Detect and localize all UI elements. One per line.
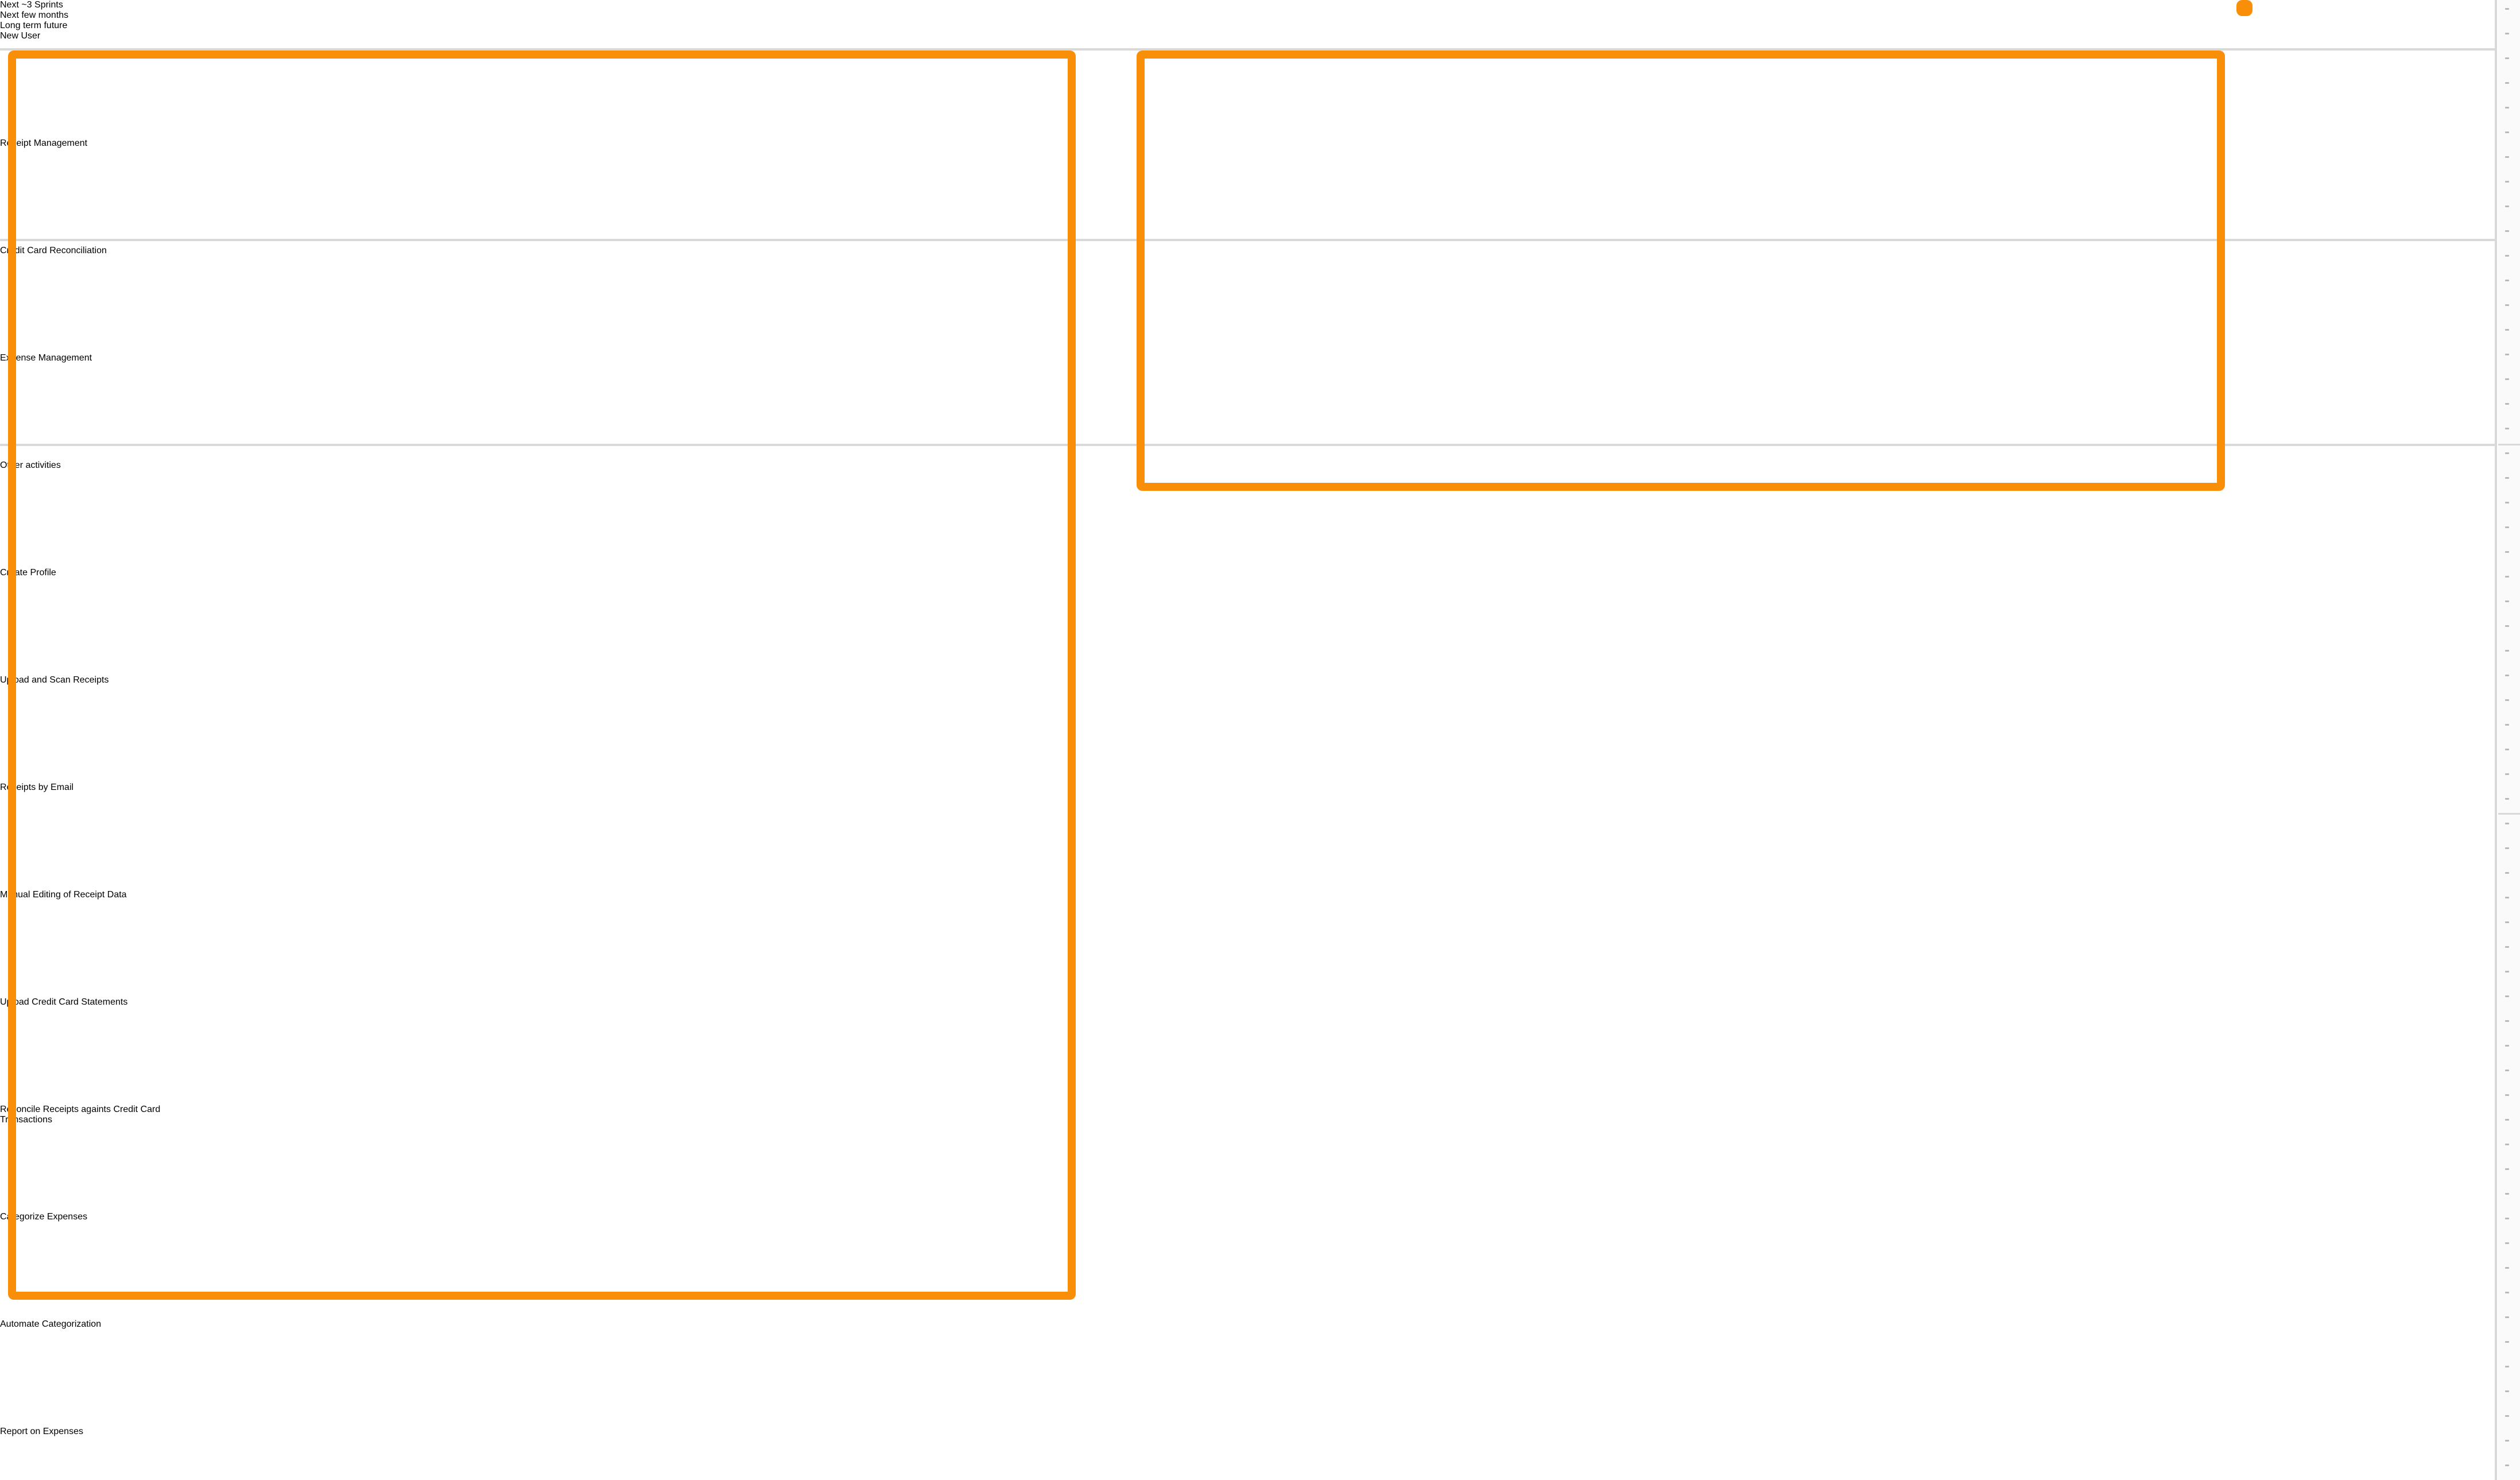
gutter-tick-marks (2505, 0, 2512, 1480)
activity-card-label: Report on Expenses (0, 1427, 83, 1436)
activity-card[interactable]: Upload Credit Card Statements (0, 997, 187, 1105)
activity-card-label: Upload Credit Card Statements (0, 997, 128, 1007)
swimlane-divider-epics (0, 239, 2497, 241)
activity-card[interactable]: Receipts by Email (0, 782, 187, 890)
epic-card[interactable]: Expense Management (0, 353, 187, 460)
epic-card-label: Credit Card Reconciliation (0, 246, 107, 255)
release-title-long-term-future: Long term future (0, 21, 68, 30)
activity-card[interactable]: Create Profile (0, 568, 92, 675)
swimlane-divider-top (0, 48, 2497, 51)
activity-card-label: Create Profile (0, 568, 56, 578)
activity-card-label: Categorize Expenses (0, 1212, 88, 1222)
epic-card[interactable]: Receipt Management (0, 138, 187, 246)
activity-card[interactable]: Reconcile Receipts againts Credit Card T… (0, 1105, 187, 1212)
activity-card-label: Upload and Scan Receipts (0, 675, 109, 685)
activity-card[interactable]: Automate Categorization (0, 1319, 187, 1427)
epic-card[interactable]: New User (0, 31, 92, 138)
release-title-next-few-months: Next few months (0, 10, 69, 20)
epic-card-label: Expense Management (0, 353, 92, 363)
activity-card-label: Reconcile Receipts againts Credit Card T… (0, 1105, 161, 1125)
activity-card-label: Automate Categorization (0, 1319, 102, 1329)
epic-card-label: Receipt Management (0, 138, 88, 148)
gutter-segment-divider-1 (2498, 444, 2520, 445)
canvas-right-edge (2495, 0, 2497, 1480)
gutter-segment-divider-2 (2498, 813, 2520, 815)
activity-card[interactable]: Report on Expenses (0, 1427, 187, 1480)
activity-card[interactable]: Upload and Scan Receipts (0, 675, 187, 782)
activity-card[interactable]: Manual Editing of Receipt Data (0, 890, 187, 997)
epic-card[interactable]: Other activities (0, 460, 187, 568)
epic-card[interactable]: Credit Card Reconciliation (0, 246, 187, 353)
activity-card-label: Receipts by Email (0, 782, 74, 792)
epic-card-label: Other activities (0, 460, 61, 470)
vertical-scrollbar[interactable] (2498, 0, 2520, 1480)
swimlane-divider-activities (0, 444, 2497, 446)
activity-card[interactable]: Categorize Expenses (0, 1212, 187, 1319)
epic-card-label: New User (0, 31, 41, 41)
release-title-next-3-sprints: Next ~3 Sprints (0, 0, 63, 10)
activity-card-label: Manual Editing of Receipt Data (0, 890, 127, 900)
